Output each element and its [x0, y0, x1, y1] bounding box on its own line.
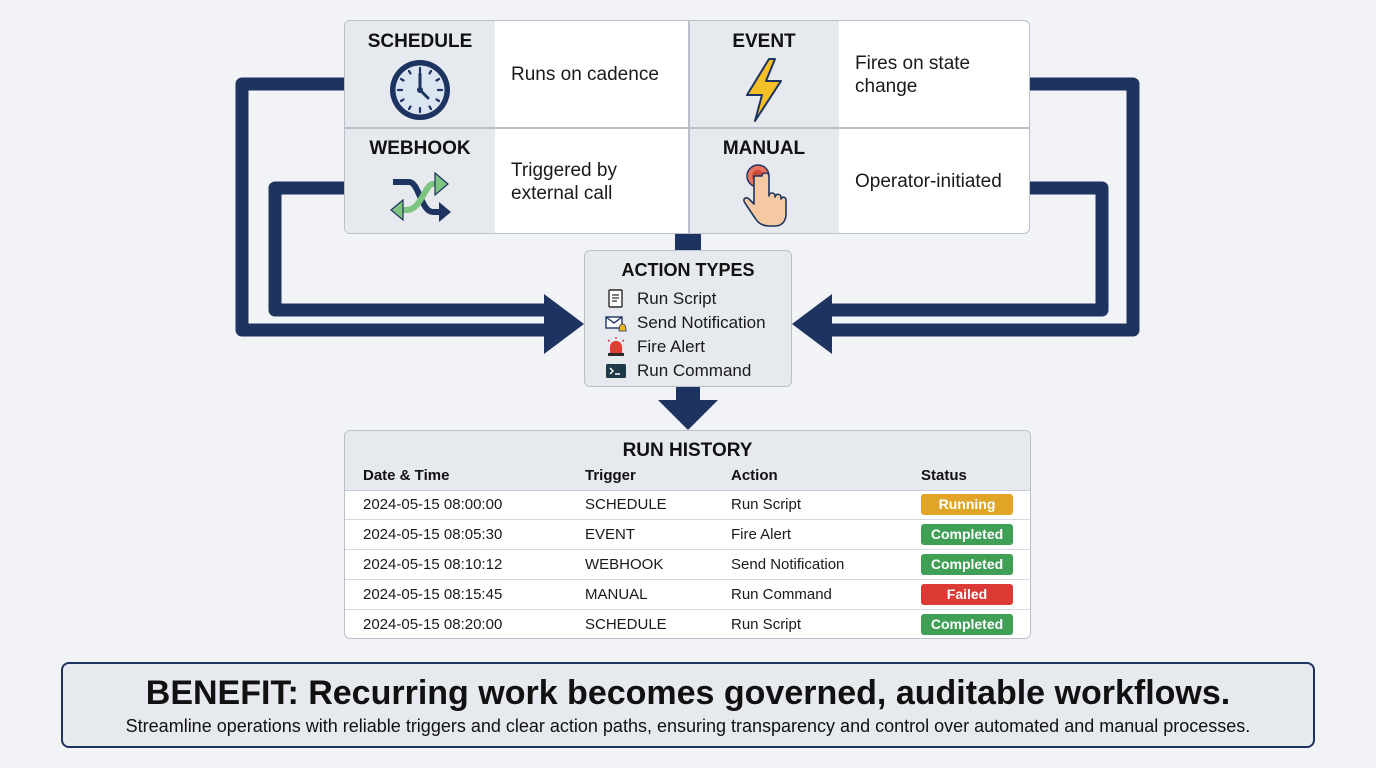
column-header-action: Action	[731, 467, 778, 484]
action-to-history-shaft	[676, 386, 700, 402]
trigger-title: SCHEDULE	[367, 31, 473, 52]
cell-datetime: 2024-05-15 08:10:12	[363, 556, 503, 573]
column-header-status: Status	[921, 467, 967, 484]
status-badge: Completed	[921, 554, 1013, 575]
trigger-webhook: WEBHOOK Triggered by external call	[345, 128, 688, 233]
cell-action: Fire Alert	[731, 526, 792, 543]
lightning-bolt-icon	[746, 58, 782, 122]
trigger-schedule: SCHEDULE Runs on cadence	[345, 21, 688, 128]
trigger-event: EVENT Fires on state change	[689, 21, 1029, 128]
action-item-run-command: Run Command	[605, 360, 751, 382]
action-types-panel: ACTION TYPES Run Script Send Notificatio…	[584, 250, 792, 387]
cell-datetime: 2024-05-15 08:00:00	[363, 496, 503, 513]
table-row: 2024-05-15 08:20:00 SCHEDULE Run Script Com…	[345, 610, 1030, 638]
cell-action: Run Script	[731, 616, 802, 633]
trigger-description: Triggered by external call	[511, 159, 617, 204]
cell-trigger: MANUAL	[585, 586, 648, 603]
cell-datetime: 2024-05-15 08:15:45	[363, 586, 503, 603]
outer-right-loop-arrow	[828, 77, 1140, 337]
cell-trigger: WEBHOOK	[585, 556, 664, 573]
action-item-label: Run Script	[637, 289, 717, 308]
inner-left-loop-arrow	[268, 181, 548, 317]
trigger-description: Operator-initiated	[855, 171, 1002, 192]
terminal-icon	[606, 364, 626, 378]
action-item-fire-alert: Fire Alert	[605, 336, 705, 358]
status-badge: Completed	[921, 614, 1013, 635]
outer-left-loop-arrow	[235, 77, 548, 337]
clock-icon	[390, 60, 450, 120]
trigger-icon-panel: EVENT	[689, 21, 839, 128]
cell-trigger: SCHEDULE	[585, 616, 667, 633]
trigger-description: Runs on cadence	[511, 64, 659, 85]
benefit-subtitle: Streamline operations with reliable trig…	[125, 716, 1251, 736]
action-types-title: ACTION TYPES	[621, 260, 755, 280]
trigger-description: Fires on state change	[855, 52, 971, 97]
siren-icon	[607, 337, 625, 356]
action-item-send-notification: Send Notification	[605, 312, 766, 334]
column-header-trigger: Trigger	[585, 467, 636, 484]
trigger-title: WEBHOOK	[369, 138, 471, 159]
status-badge: Running	[921, 494, 1013, 515]
cell-datetime: 2024-05-15 08:05:30	[363, 526, 503, 543]
right-arrowhead	[792, 294, 832, 354]
trigger-icon-panel: MANUAL	[689, 128, 839, 233]
envelope-bell-icon	[605, 316, 627, 332]
table-row: 2024-05-15 08:15:45 MANUAL Run Command Fail…	[345, 580, 1030, 610]
action-item-label: Run Command	[637, 361, 752, 380]
trigger-icon-panel: WEBHOOK	[345, 128, 495, 233]
left-arrowhead	[544, 294, 584, 354]
cell-action: Send Notification	[731, 556, 845, 573]
inner-right-loop-arrow	[828, 181, 1109, 317]
status-badge: Failed	[921, 584, 1013, 605]
table-row: 2024-05-15 08:10:12 WEBHOOK Send Notificat…	[345, 550, 1030, 580]
down-arrowhead	[658, 400, 718, 430]
cell-action: Run Script	[731, 496, 802, 513]
cell-trigger: SCHEDULE	[585, 496, 667, 513]
table-row: 2024-05-15 08:05:30 EVENT Fire Alert Comple…	[345, 520, 1030, 550]
finger-press-icon	[743, 164, 787, 227]
trigger-manual: MANUAL Operator-initiated	[689, 128, 1029, 233]
run-history-table: RUN HISTORY Date & Time Trigger Action S…	[344, 430, 1031, 639]
trigger-to-action-connector	[675, 233, 701, 251]
cell-datetime: 2024-05-15 08:20:00	[363, 616, 503, 633]
run-history-title: RUN HISTORY	[622, 440, 753, 461]
trigger-grid: SCHEDULE Runs on cadence EVE	[344, 20, 1030, 234]
action-item-run-script: Run Script	[605, 288, 716, 310]
cell-trigger: EVENT	[585, 526, 636, 543]
run-history-header: RUN HISTORY Date & Time Trigger Action S…	[345, 431, 1030, 491]
trigger-title: MANUAL	[722, 138, 806, 159]
cell-action: Run Command	[731, 586, 832, 603]
trigger-title: EVENT	[732, 31, 796, 52]
action-item-label: Fire Alert	[637, 337, 706, 356]
column-header-datetime: Date & Time	[363, 467, 450, 484]
trigger-icon-panel: SCHEDULE	[345, 21, 495, 128]
benefit-title: BENEFIT: Recurring work becomes governed…	[145, 674, 1231, 712]
script-document-icon	[608, 289, 623, 308]
table-row: 2024-05-15 08:00:00 SCHEDULE Run Script Run…	[345, 490, 1030, 520]
grid-divider	[345, 127, 1029, 129]
action-item-label: Send Notification	[637, 313, 766, 332]
benefit-banner: BENEFIT: Recurring work becomes governed…	[61, 662, 1315, 748]
crossing-arrows-icon	[390, 171, 451, 222]
status-badge: Completed	[921, 524, 1013, 545]
